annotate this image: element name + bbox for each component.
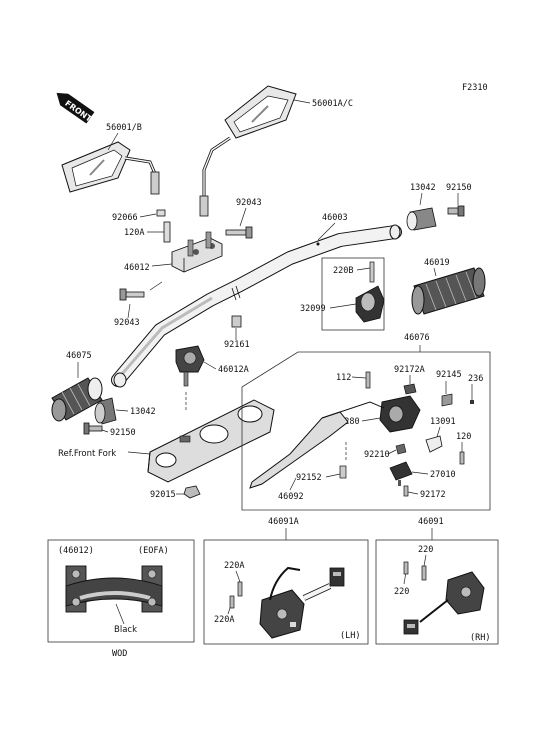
inset-lh-side: (LH) [340, 631, 360, 641]
part-46012a-clamp [175, 345, 205, 387]
part-46092-lever [249, 401, 385, 489]
label-13042-bottom: 13042 [130, 407, 156, 417]
handlebar-46003 [111, 224, 402, 388]
part-92066 [156, 209, 166, 217]
part-92150-top [447, 205, 465, 217]
part-220a-bottom [229, 595, 235, 609]
label-220b: 220B [333, 266, 353, 276]
part-220a-top [237, 581, 243, 597]
label-46091a: 46091A [268, 517, 299, 527]
label-ref-front-fork: Ref.Front Fork [58, 449, 116, 459]
part-92161 [231, 315, 242, 328]
part-120 [459, 451, 465, 465]
inset-rh-box [375, 539, 499, 645]
label-46091: 46091 [418, 517, 444, 527]
inset-32099-box [321, 257, 385, 331]
label-46075: 46075 [66, 351, 92, 361]
label-92150-top: 92150 [446, 183, 472, 193]
label-46012a: 46012A [218, 365, 249, 375]
inset-rh-220-top: 220 [418, 545, 433, 555]
part-92210 [395, 443, 407, 455]
inset-wod-header-right: (EOFA) [138, 546, 169, 556]
label-92161: 92161 [224, 340, 250, 350]
label-32099: 32099 [300, 304, 326, 314]
label-236: 236 [468, 374, 483, 384]
part-236 [470, 400, 474, 404]
part-92043-top [225, 226, 253, 239]
part-27010-switch [389, 461, 413, 486]
inset-46076-box [241, 351, 491, 511]
part-220-top [421, 565, 427, 581]
label-92043-mid: 92043 [114, 318, 140, 328]
label-46003: 46003 [322, 213, 348, 223]
label-27010: 27010 [430, 470, 456, 480]
label-92043-top: 92043 [236, 198, 262, 208]
part-92152 [339, 465, 347, 479]
label-92152: 92152 [296, 473, 322, 483]
label-46076: 46076 [404, 333, 430, 343]
label-13091: 13091 [430, 417, 456, 427]
inset-wod-note: Black [114, 625, 137, 635]
part-46012-clamp [171, 231, 223, 273]
part-13042-bottom [94, 397, 117, 425]
inset-wod-clamp [65, 565, 163, 613]
right-mirror [199, 85, 297, 217]
left-switch-housing [259, 566, 345, 639]
label-56001ac: 56001A/C [312, 99, 353, 109]
front-fork-triple-clamp [147, 399, 275, 483]
inset-wod-header-left: (46012) [58, 546, 94, 556]
front-arrow-icon: FRONT [56, 92, 95, 124]
part-92172a [403, 383, 417, 395]
label-13042-top: 13042 [410, 183, 436, 193]
label-112: 112 [336, 373, 351, 383]
part-92150-bottom [83, 422, 103, 435]
label-46019: 46019 [424, 258, 450, 268]
part-46075-grip [51, 377, 103, 422]
label-46012: 46012 [124, 263, 150, 273]
label-120: 120 [456, 432, 471, 442]
label-92150-bottom: 92150 [110, 428, 136, 438]
label-92172a: 92172A [394, 365, 425, 375]
part-220b [369, 261, 375, 283]
label-120a: 120A [124, 228, 144, 238]
part-92172 [403, 485, 409, 497]
right-switch-housing [403, 571, 485, 635]
inset-lh-220a-top: 220A [224, 561, 244, 571]
part-92145 [441, 393, 453, 407]
part-220-bottom [403, 561, 409, 575]
part-46019-grip [411, 267, 486, 315]
inset-rh-220-bottom: 220 [394, 587, 409, 597]
label-92015: 92015 [150, 490, 176, 500]
label-56001b: 56001/B [106, 123, 142, 133]
inset-lh-220a-bottom: 220A [214, 615, 234, 625]
part-112 [365, 371, 371, 389]
part-32099 [355, 285, 385, 323]
part-92043-mid [119, 288, 145, 301]
left-mirror [61, 141, 160, 195]
part-13280-bracket [379, 395, 421, 433]
label-92172: 92172 [420, 490, 446, 500]
inset-wod-caption: WOD [112, 649, 127, 659]
label-46092: 46092 [278, 492, 304, 502]
part-13042-top [406, 207, 437, 231]
inset-rh-side: (RH) [470, 633, 490, 643]
label-92145: 92145 [436, 370, 462, 380]
part-92015-nut [183, 485, 201, 499]
inset-lh-box [203, 539, 369, 645]
label-92066: 92066 [112, 213, 138, 223]
label-92210: 92210 [364, 450, 390, 460]
part-120a [163, 221, 171, 243]
part-13091 [425, 435, 443, 453]
figure-code: F2310 [462, 83, 488, 93]
inset-wod-box [47, 539, 195, 643]
